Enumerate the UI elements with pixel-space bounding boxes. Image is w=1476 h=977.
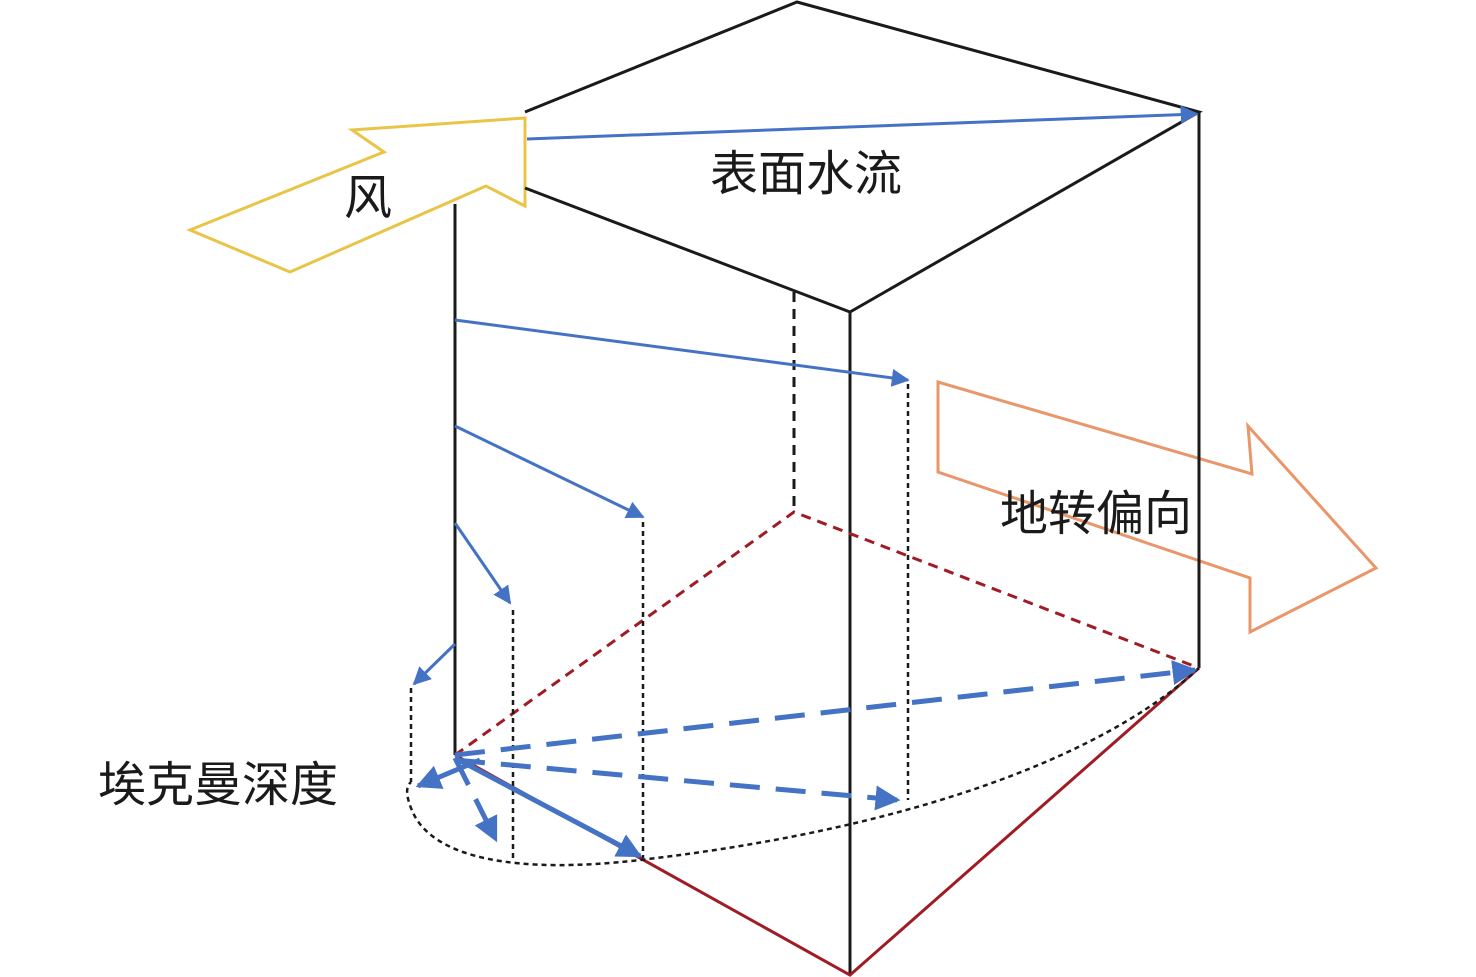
projected-arrow-1 (454, 757, 901, 811)
projected-arrow-surface (454, 660, 1198, 758)
projected-arrow-4 (415, 757, 481, 789)
projected-arrow-2 (453, 755, 643, 859)
wind-label: 风 (344, 170, 392, 226)
depth-arrow-3 (453, 522, 512, 605)
projected-arrow-3 (452, 756, 499, 843)
depth-arrow-4 (412, 642, 457, 686)
depth-arrow-2 (454, 424, 645, 519)
surface-current-arrow (526, 105, 1199, 141)
wind-arrow (186, 116, 527, 274)
coriolis-deflection-arrow (936, 379, 1379, 635)
coriolis-deflection-label: 地转偏向 (1000, 486, 1192, 542)
surface-current-label: 表面水流 (710, 146, 902, 202)
ekman-depth-label: 埃克曼深度 (98, 757, 338, 813)
ekman-spiral-envelope (405, 667, 1200, 867)
bottom-face-hidden-edges (454, 510, 1200, 757)
depth-arrow-1 (454, 318, 910, 387)
